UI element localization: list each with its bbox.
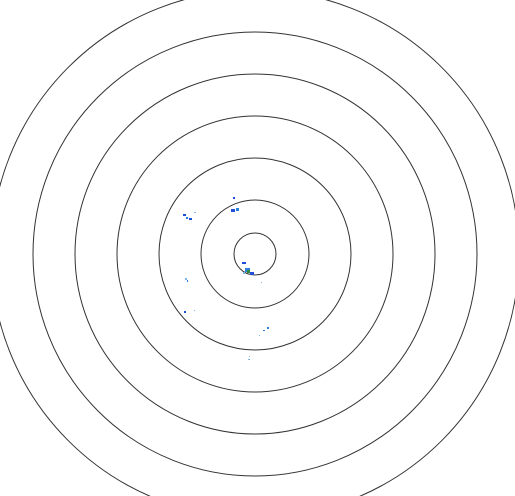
echo-speck-2 [231, 209, 235, 212]
echo-speck-13 [261, 282, 262, 283]
echo-speck-17 [194, 310, 195, 311]
echo-speck-18 [263, 330, 265, 331]
echo-speck-12 [243, 272, 245, 274]
echo-speck-22 [248, 359, 250, 360]
echo-speck-3 [236, 208, 239, 211]
echo-speck-6 [189, 218, 192, 220]
echo-speck-21 [249, 356, 250, 357]
echo-speck-8 [242, 262, 246, 264]
range-ring-3 [158, 157, 352, 351]
echo-speck-14 [185, 278, 187, 280]
echo-speck-20 [259, 335, 260, 336]
echo-speck-11 [250, 272, 254, 275]
range-ring-5 [74, 73, 436, 435]
echo-speck-5 [186, 217, 188, 219]
range-ring-1 [233, 232, 277, 276]
range-ring-6 [32, 31, 478, 477]
range-ring-4 [116, 115, 394, 393]
echo-speck-16 [184, 311, 186, 313]
echo-speck-7 [194, 212, 196, 213]
radar-echoes [183, 197, 269, 360]
echo-speck-19 [267, 327, 269, 329]
range-ring-2 [200, 199, 310, 309]
echo-speck-4 [183, 214, 186, 216]
echo-speck-1 [233, 197, 235, 199]
echo-speck-10 [247, 270, 250, 273]
echo-speck-15 [187, 280, 188, 282]
